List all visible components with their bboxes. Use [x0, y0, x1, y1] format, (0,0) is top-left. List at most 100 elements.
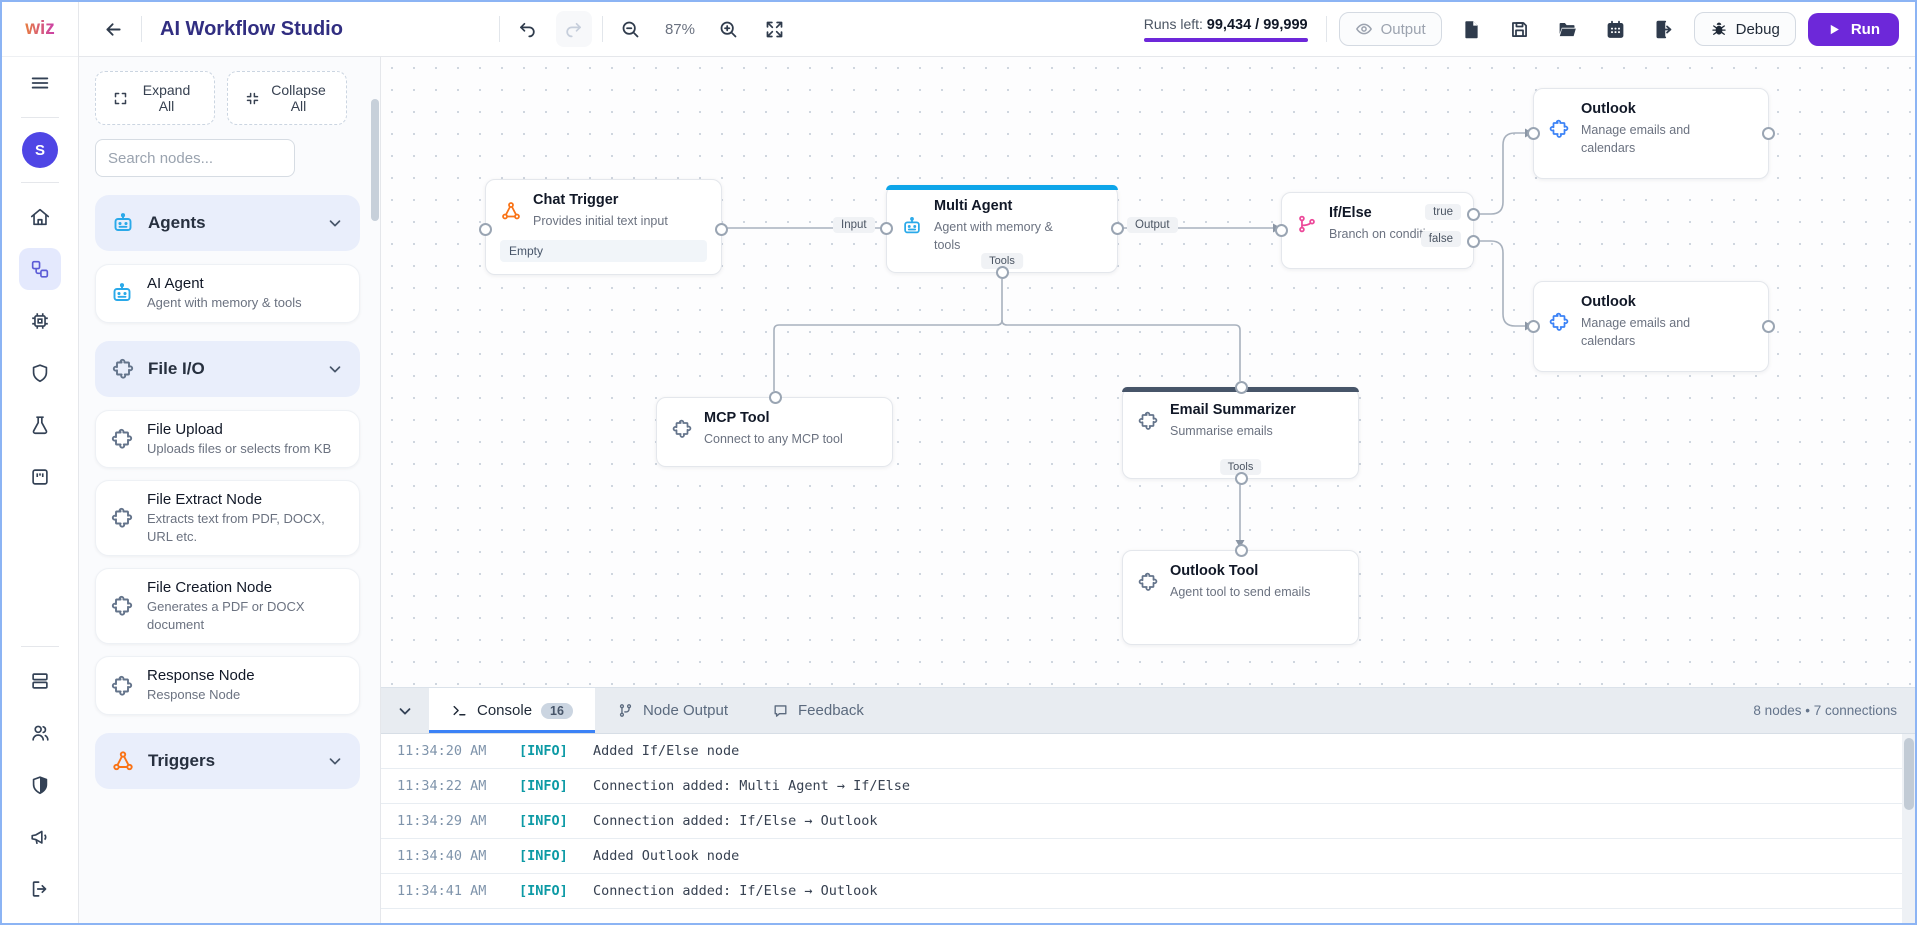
undo-icon[interactable] — [510, 11, 546, 47]
palette-scrollbar[interactable] — [371, 99, 379, 221]
tools-port[interactable] — [996, 266, 1009, 279]
log-level: [INFO] — [519, 848, 568, 864]
back-icon[interactable] — [95, 11, 131, 47]
category-triggers[interactable]: Triggers — [95, 732, 360, 789]
output-button[interactable]: Output — [1338, 12, 1442, 46]
users-icon[interactable] — [19, 712, 61, 754]
board-icon[interactable] — [19, 456, 61, 498]
empty-field[interactable]: Empty — [500, 240, 707, 263]
logout-icon[interactable] — [19, 868, 61, 910]
scrollbar-track[interactable] — [1902, 734, 1915, 923]
divider — [601, 16, 603, 42]
puzzle-icon — [672, 419, 692, 438]
shield-icon[interactable] — [19, 352, 61, 394]
collapse-all-button[interactable]: Collapse All — [227, 71, 347, 125]
tab-console[interactable]: Console 16 — [429, 688, 595, 733]
wiz-logo[interactable]: wiz — [2, 2, 78, 57]
server-icon[interactable] — [19, 660, 61, 702]
divider — [21, 646, 59, 647]
input-port[interactable] — [768, 391, 782, 404]
puzzle-icon — [112, 358, 134, 379]
false-port[interactable] — [1467, 235, 1480, 248]
runs-left-value: 99,434 / 99,999 — [1206, 17, 1308, 33]
log-row: 11:34:20 AM [INFO] Added If/Else node — [381, 734, 1915, 769]
expand-all-button[interactable]: Expand All — [95, 71, 215, 125]
category-file-io[interactable]: File I/O — [95, 340, 360, 397]
home-icon[interactable] — [19, 196, 61, 238]
flask-icon[interactable] — [19, 404, 61, 446]
new-file-icon[interactable] — [1454, 11, 1490, 47]
input-port[interactable] — [1275, 224, 1288, 237]
rail-bottom-group — [19, 638, 61, 923]
runs-left: Runs left: 99,434 / 99,999 — [1143, 16, 1314, 42]
open-folder-icon[interactable] — [1550, 11, 1586, 47]
search-input[interactable] — [95, 139, 295, 177]
schedule-icon[interactable] — [1598, 11, 1634, 47]
redo-icon[interactable] — [555, 11, 592, 47]
zoom-level: 87% — [664, 20, 695, 38]
collapse-panel-icon[interactable] — [381, 688, 429, 733]
output-port[interactable] — [715, 223, 728, 236]
bug-icon — [1711, 22, 1726, 35]
scrollbar-thumb[interactable] — [1903, 738, 1914, 810]
node-desc: Agent tool to send emails — [1170, 585, 1311, 599]
megaphone-icon[interactable] — [19, 816, 61, 858]
category-agents[interactable]: Agents — [95, 195, 360, 251]
console-tabbar: Console 16 Node Output Feedback 8 nodes … — [381, 688, 1915, 734]
zoom-in-icon[interactable] — [711, 11, 747, 47]
log-timestamp: 11:34:41 AM — [397, 883, 487, 899]
terminal-icon — [453, 705, 466, 716]
puzzle-icon — [1549, 312, 1569, 331]
output-port[interactable] — [1111, 222, 1124, 235]
input-edge-label: Input — [833, 217, 875, 233]
chip-icon[interactable] — [19, 300, 61, 342]
tab-node-output[interactable]: Node Output — [595, 688, 750, 733]
log-row: 11:34:40 AM [INFO] Added Outlook node — [381, 839, 1915, 874]
save-icon[interactable] — [1502, 11, 1538, 47]
input-port[interactable] — [479, 223, 492, 236]
divider — [1325, 16, 1327, 42]
input-port[interactable] — [1527, 320, 1540, 333]
node-desc: Branch on conditi — [1329, 227, 1426, 241]
node-title: If/Else — [1329, 205, 1372, 221]
input-port[interactable] — [1527, 127, 1540, 140]
run-button[interactable]: Run — [1807, 12, 1899, 46]
branch-icon — [1299, 215, 1315, 233]
zoom-out-icon[interactable] — [613, 11, 649, 47]
left-rail: wiz S — [2, 2, 79, 923]
export-icon[interactable] — [1646, 11, 1682, 47]
eye-icon — [1355, 23, 1372, 35]
puzzle-icon — [111, 508, 133, 528]
workflows-icon[interactable] — [19, 248, 61, 290]
shield-half-icon[interactable] — [19, 764, 61, 806]
divider — [21, 117, 59, 118]
log-level: [INFO] — [519, 778, 568, 794]
input-port[interactable] — [880, 222, 893, 235]
debug-button[interactable]: Debug — [1693, 12, 1796, 46]
play-icon — [1830, 24, 1839, 34]
output-port[interactable] — [1762, 320, 1775, 333]
avatar[interactable]: S — [22, 132, 58, 168]
true-port[interactable] — [1467, 208, 1480, 221]
menu-icon[interactable] — [19, 62, 61, 104]
output-port[interactable] — [1762, 127, 1775, 140]
fit-view-icon[interactable] — [757, 11, 793, 47]
input-port[interactable] — [1234, 544, 1248, 557]
tools-port[interactable] — [1234, 472, 1248, 485]
input-port[interactable] — [1234, 381, 1248, 394]
tab-feedback[interactable]: Feedback — [750, 688, 886, 733]
